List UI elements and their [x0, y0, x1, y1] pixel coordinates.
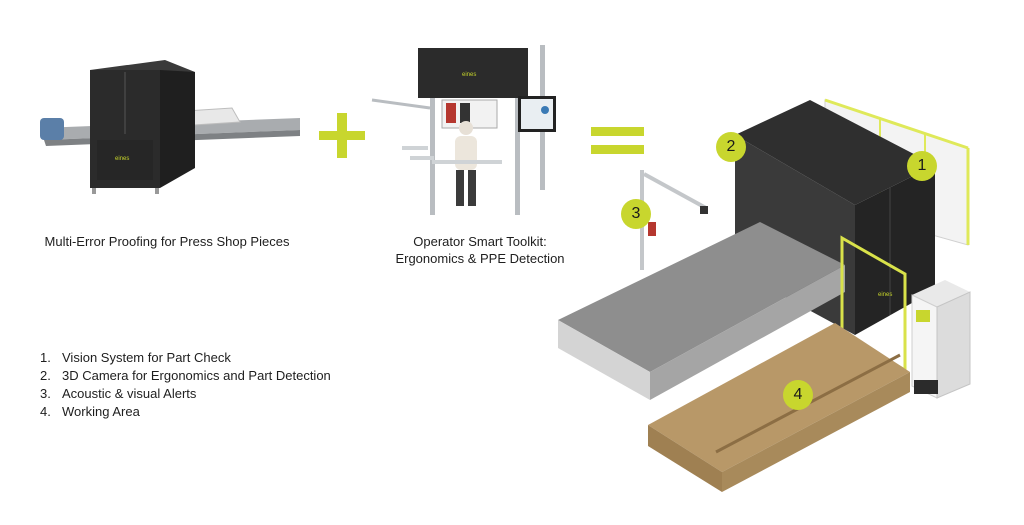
legend-item: 3. Acoustic & visual Alerts — [40, 385, 331, 403]
legend-item: 1. Vision System for Part Check — [40, 349, 331, 367]
legend-item-number: 1. — [40, 350, 51, 365]
badge-3d-camera: 2 — [716, 132, 746, 162]
legend-item: 4. Working Area — [40, 403, 331, 421]
legend-item: 2. 3D Camera for Ergonomics and Part Dete… — [40, 367, 331, 385]
legend-item-number: 3. — [40, 386, 51, 401]
operator-toolkit-illustration: eines — [371, 45, 556, 215]
badge-working-area: 4 — [783, 380, 813, 410]
legend-item-number: 4. — [40, 404, 51, 419]
legend-item-label: Acoustic & visual Alerts — [62, 386, 197, 401]
workstation-illustration: eines — [558, 98, 971, 492]
legend-item-label: Working Area — [62, 404, 140, 419]
cabinet-brand-text: eines — [115, 156, 129, 162]
operator-toolkit-caption-line2: Ergonomics & PPE Detection — [395, 251, 565, 266]
component-legend: 1. Vision System for Part Check 2. 3D Came… — [40, 349, 331, 421]
legend-item-label: 3D Camera for Ergonomics and Part Detect… — [62, 368, 331, 383]
equals-icon — [591, 127, 644, 154]
badge-alerts: 3 — [621, 199, 651, 229]
legend-item-number: 2. — [40, 368, 51, 383]
press-shop-cabinet-illustration: eines — [40, 60, 300, 194]
toolkit-brand-text: eines — [462, 72, 476, 78]
plus-icon — [319, 113, 365, 158]
legend-item-label: Vision System for Part Check — [62, 350, 231, 365]
operator-toolkit-caption-line1: Operator Smart Toolkit: — [413, 234, 547, 249]
workstation-brand-text: eines — [878, 292, 892, 298]
press-shop-caption: Multi-Error Proofing for Press Shop Piec… — [44, 234, 290, 249]
operator-toolkit-caption: Operator Smart Toolkit: Ergonomics & PPE… — [370, 233, 590, 267]
badge-vision-system: 1 — [907, 151, 937, 181]
